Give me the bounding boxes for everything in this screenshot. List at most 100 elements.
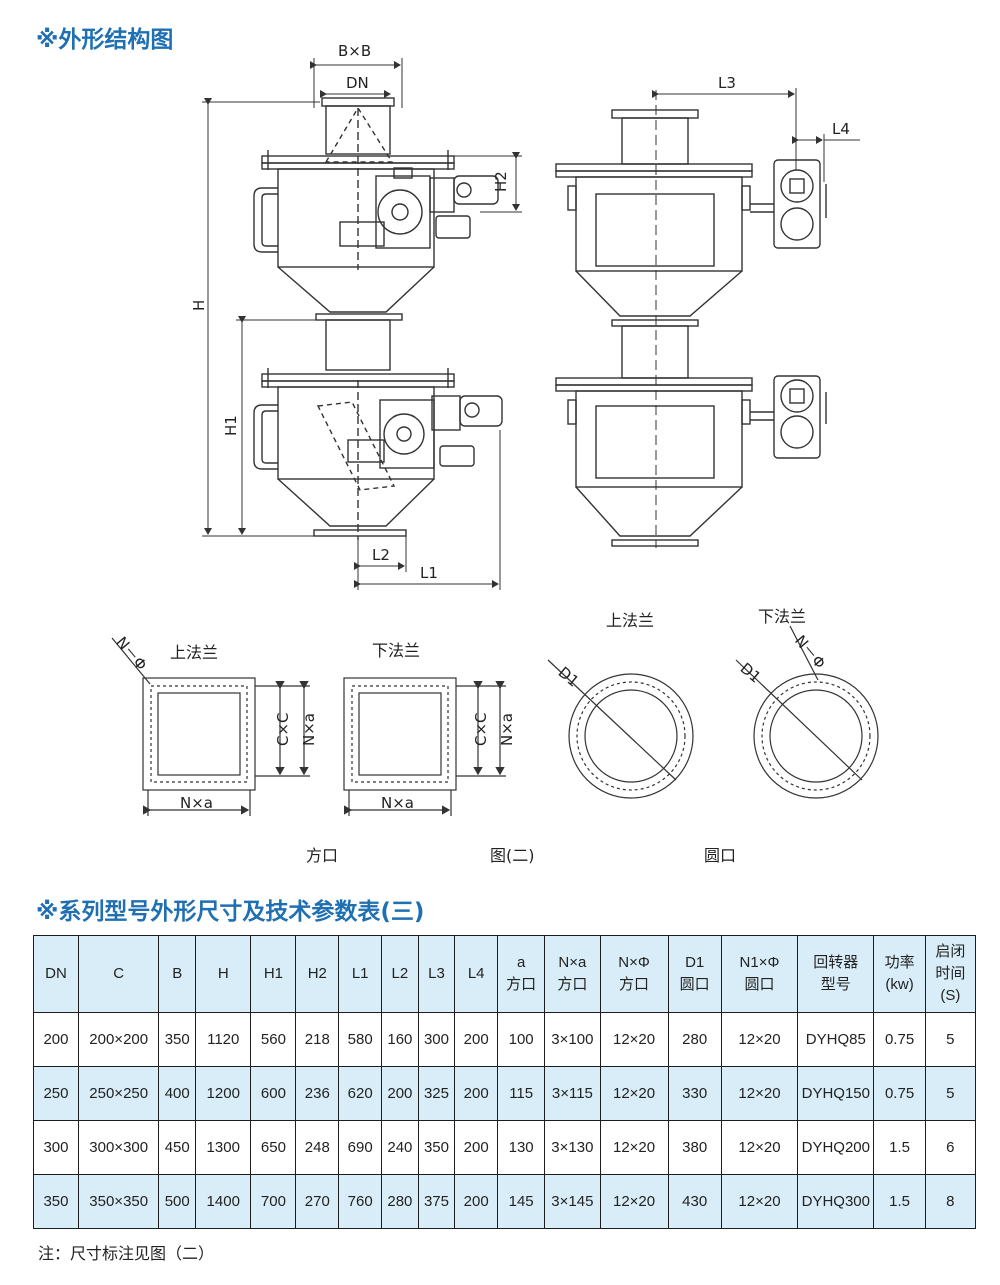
column-header-line: H: [217, 965, 229, 982]
table-cell: 300: [33, 1120, 79, 1175]
column-header: 回转器型号: [797, 935, 875, 1013]
table-cell: 240: [381, 1120, 419, 1175]
caption-square: 方口: [306, 846, 339, 865]
table-cell: 5: [924, 1066, 977, 1121]
column-header: C: [77, 935, 160, 1013]
label-nxa-v: N×a: [300, 713, 318, 746]
label-cxc: C×C: [274, 712, 292, 746]
table-cell: 3×145: [544, 1174, 601, 1229]
column-header: B: [158, 935, 197, 1013]
column-header-line: 功率: [884, 954, 915, 971]
column-header: N1×Φ 圆口: [720, 935, 799, 1013]
label-nxa-v-2: N×a: [498, 713, 516, 746]
label-lower-flange-round: 下法兰: [758, 607, 806, 626]
table-cell: 200: [454, 1120, 499, 1175]
dim-l2: L2: [372, 546, 390, 564]
table-cell: 200: [454, 1174, 499, 1229]
table-cell: 250×250: [77, 1066, 160, 1121]
table-cell: 1400: [195, 1174, 252, 1229]
column-header-line: N1×Φ: [739, 954, 780, 971]
table-cell: 236: [295, 1066, 340, 1121]
column-header-line: H1: [263, 965, 283, 982]
table-cell: 700: [250, 1174, 297, 1229]
table-cell: 12×20: [599, 1066, 669, 1121]
column-header: H1: [250, 935, 297, 1013]
column-header-line: 圆口: [679, 976, 710, 993]
table-cell: 1120: [195, 1012, 252, 1067]
label-n-phi-round: N－Φ: [791, 632, 829, 673]
table-cell: 12×20: [599, 1120, 669, 1175]
column-header: L3: [417, 935, 456, 1013]
table-cell: 280: [381, 1174, 419, 1229]
table-cell: 300: [417, 1012, 456, 1067]
table-cell: 375: [417, 1174, 456, 1229]
column-header-line: C: [113, 965, 125, 982]
table-cell: 1200: [195, 1066, 252, 1121]
table-cell: 0.75: [873, 1012, 926, 1067]
table-cell: 350×350: [77, 1174, 160, 1229]
table-cell: 145: [497, 1174, 546, 1229]
table-cell: 200: [454, 1012, 499, 1067]
side-view: [555, 90, 827, 548]
table-cell: 12×20: [599, 1174, 669, 1229]
lower-square-flange: [343, 677, 506, 816]
label-cxc-2: C×C: [472, 712, 490, 746]
table-cell: 6: [924, 1120, 977, 1175]
table-cell: 560: [250, 1012, 297, 1067]
column-header: DN: [33, 935, 79, 1013]
table-cell: 3×115: [544, 1066, 601, 1121]
table-cell: 12×20: [720, 1174, 799, 1229]
column-header-line: L4: [467, 965, 485, 982]
front-dimensions: [202, 58, 522, 590]
column-header: L1: [338, 935, 383, 1013]
upper-round-flange: [547, 659, 694, 799]
structure-drawing: B×B DN H H1 H2 L2 L1 L3 L4 上法兰 下法兰 上法兰 下…: [111, 42, 879, 816]
column-header-line: N×a: [558, 954, 587, 971]
table-cell: 218: [295, 1012, 340, 1067]
table-cell: 100: [497, 1012, 546, 1067]
column-header-line: 圆口: [744, 976, 775, 993]
label-nxa-h-2: N×a: [381, 794, 414, 812]
table-cell: 280: [667, 1012, 722, 1067]
table-cell: 12×20: [599, 1012, 669, 1067]
column-header-line: H2: [307, 965, 327, 982]
column-header-line: L2: [391, 965, 409, 982]
column-header-line: (kw): [885, 976, 914, 993]
column-header-line: 方口: [506, 976, 537, 993]
table-cell: 200: [381, 1066, 419, 1121]
table-cell: 1.5: [873, 1120, 926, 1175]
column-header-line: N×Φ: [618, 954, 650, 971]
column-header: H2: [295, 935, 340, 1013]
column-header-line: a: [516, 954, 526, 971]
table-cell: 350: [33, 1174, 79, 1229]
table-cell: DYHQ150: [797, 1066, 875, 1121]
dim-l4: L4: [832, 120, 850, 138]
table-cell: 130: [497, 1120, 546, 1175]
dim-l1: L1: [420, 564, 438, 582]
table-cell: 580: [338, 1012, 383, 1067]
table-cell: 650: [250, 1120, 297, 1175]
table-cell: 1.5: [873, 1174, 926, 1229]
column-header: a 方口: [497, 935, 546, 1013]
table-cell: 3×100: [544, 1012, 601, 1067]
column-header: L2: [381, 935, 419, 1013]
column-header-line: 回转器: [813, 954, 859, 971]
table-cell: 450: [158, 1120, 197, 1175]
table-cell: 248: [295, 1120, 340, 1175]
dim-l3: L3: [718, 74, 736, 92]
table-cell: 500: [158, 1174, 197, 1229]
table-cell: 200: [454, 1066, 499, 1121]
caption-figure: 图(二): [490, 846, 535, 865]
column-header-line: 启闭: [935, 943, 966, 960]
column-header: H: [195, 935, 252, 1013]
dim-h: H: [190, 300, 208, 311]
label-nxa-h: N×a: [180, 794, 213, 812]
column-header-line: L1: [351, 965, 369, 982]
column-header: 启闭时间(S): [924, 935, 977, 1013]
table-cell: DYHQ200: [797, 1120, 875, 1175]
table-cell: 330: [667, 1066, 722, 1121]
